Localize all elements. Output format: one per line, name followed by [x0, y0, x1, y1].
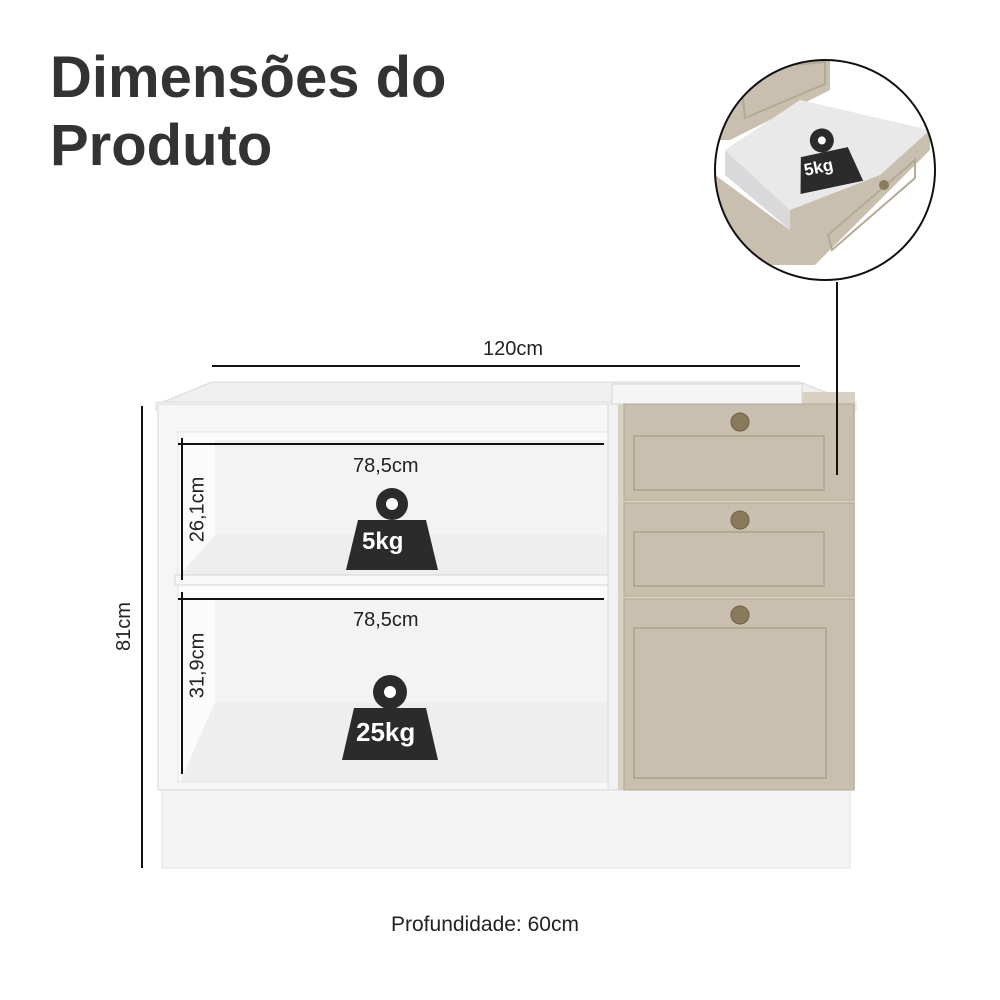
page-title-line-1: Dimensões do [50, 45, 447, 110]
callout-circle [714, 59, 936, 281]
drawer-2-knob [730, 510, 750, 530]
width-label: 120cm [483, 338, 544, 360]
cabinet-plinth [161, 789, 851, 869]
niche-back-top [215, 440, 610, 535]
niche-bottom-height-label: 31,9cm [186, 632, 209, 699]
callout-detail [715, 60, 935, 280]
drawer-3 [623, 598, 855, 791]
niche-top-height-label: 26,1cm [186, 476, 209, 543]
niche-back-bottom [215, 600, 610, 702]
weight-top-icon [346, 488, 438, 570]
page-title-line-2: Produto [50, 113, 273, 178]
drawer-column-top [611, 383, 803, 405]
drawer-1-panel [633, 435, 825, 491]
page-title: Dimensões do Produto [50, 44, 446, 180]
drawer-2-panel [633, 531, 825, 587]
weight-top-label: 5kg [362, 528, 404, 555]
drawer-3-knob [730, 605, 750, 625]
depth-label: Profundidade: 60cm [391, 913, 579, 936]
drawer-3-panel [633, 627, 827, 779]
niche-top-width-label: 78,5cm [353, 455, 419, 477]
shelf [174, 574, 612, 586]
height-label: 81cm [112, 602, 135, 651]
niche-bottom-width-label: 78,5cm [353, 609, 419, 631]
drawer-1-knob [730, 412, 750, 432]
weight-bottom-label: 25kg [356, 717, 416, 747]
weight-bottom-icon [342, 675, 438, 760]
